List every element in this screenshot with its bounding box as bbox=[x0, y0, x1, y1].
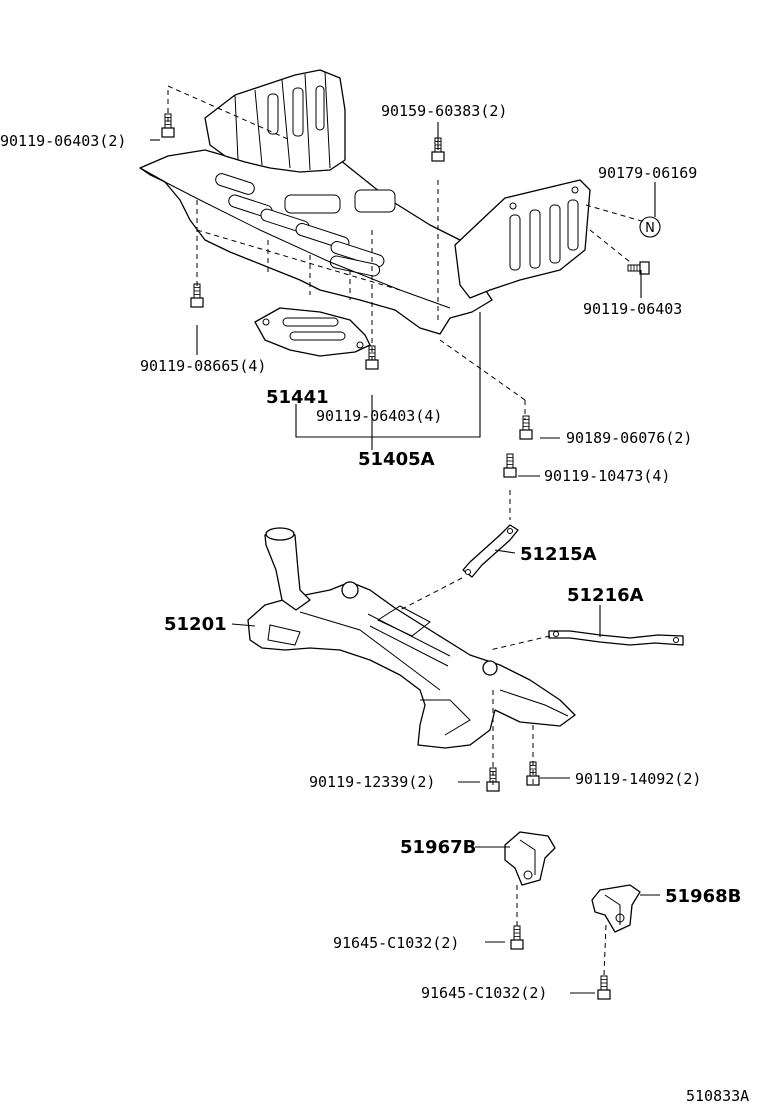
label-bolt-cm-right: 90119-14092(2) bbox=[575, 770, 701, 788]
label-clip-right: 90189-06076(2) bbox=[566, 429, 692, 447]
label-brace-b: 51216A bbox=[567, 585, 644, 606]
label-bolt-left-lower: 90119-08665(4) bbox=[140, 357, 266, 375]
diagram-code: 510833A bbox=[686, 1087, 749, 1105]
label-plate-51441: 51441 bbox=[266, 387, 329, 408]
plate-51441 bbox=[254, 307, 371, 357]
bolt-icon-bracket-right bbox=[597, 975, 611, 1000]
label-crossmember: 51201 bbox=[164, 614, 227, 635]
label-brace-a: 51215A bbox=[520, 544, 597, 565]
label-bolt-brace: 90119-10473(4) bbox=[544, 467, 670, 485]
alignment-lines bbox=[167, 85, 646, 976]
fasteners bbox=[161, 113, 650, 1000]
label-bolt-bracket-left: 91645-C1032(2) bbox=[333, 934, 459, 952]
label-bracket-right: 51968B bbox=[665, 886, 741, 907]
brace-51216A bbox=[548, 630, 684, 646]
bolt-icon-right bbox=[627, 261, 650, 275]
label-nut-right: 90179-06169 bbox=[598, 164, 697, 182]
leader-lines bbox=[150, 122, 660, 994]
bolt-icon-brace bbox=[503, 453, 517, 478]
bolt-icon-bracket-left bbox=[510, 925, 524, 950]
crossmember bbox=[247, 527, 576, 749]
label-bolt-top-center: 90159-60383(2) bbox=[381, 102, 507, 120]
brace-51215A bbox=[462, 524, 519, 578]
callout-labels: 90119-06403(2) 90159-60383(2) 90179-0616… bbox=[0, 102, 749, 1105]
label-bolt-left-top: 90119-06403(2) bbox=[0, 132, 126, 150]
bracket-51968B bbox=[591, 884, 641, 933]
label-bolt-bracket-right: 91645-C1032(2) bbox=[421, 984, 547, 1002]
label-cover-assembly: 51405A bbox=[358, 449, 435, 470]
label-bracket-left: 51967B bbox=[400, 837, 476, 858]
label-bolt-plate: 90119-06403(4) bbox=[316, 407, 442, 425]
label-bolt-cm-left: 90119-12339(2) bbox=[309, 773, 435, 791]
clip-icon-right bbox=[519, 415, 533, 440]
nut-N: N bbox=[639, 216, 661, 238]
engine-under-cover bbox=[139, 69, 591, 335]
nut-N-symbol: N bbox=[645, 221, 655, 236]
label-bolt-right: 90119-06403 bbox=[583, 300, 682, 318]
bolt-icon-left-lower bbox=[190, 283, 204, 308]
bracket-51967B bbox=[504, 831, 556, 886]
